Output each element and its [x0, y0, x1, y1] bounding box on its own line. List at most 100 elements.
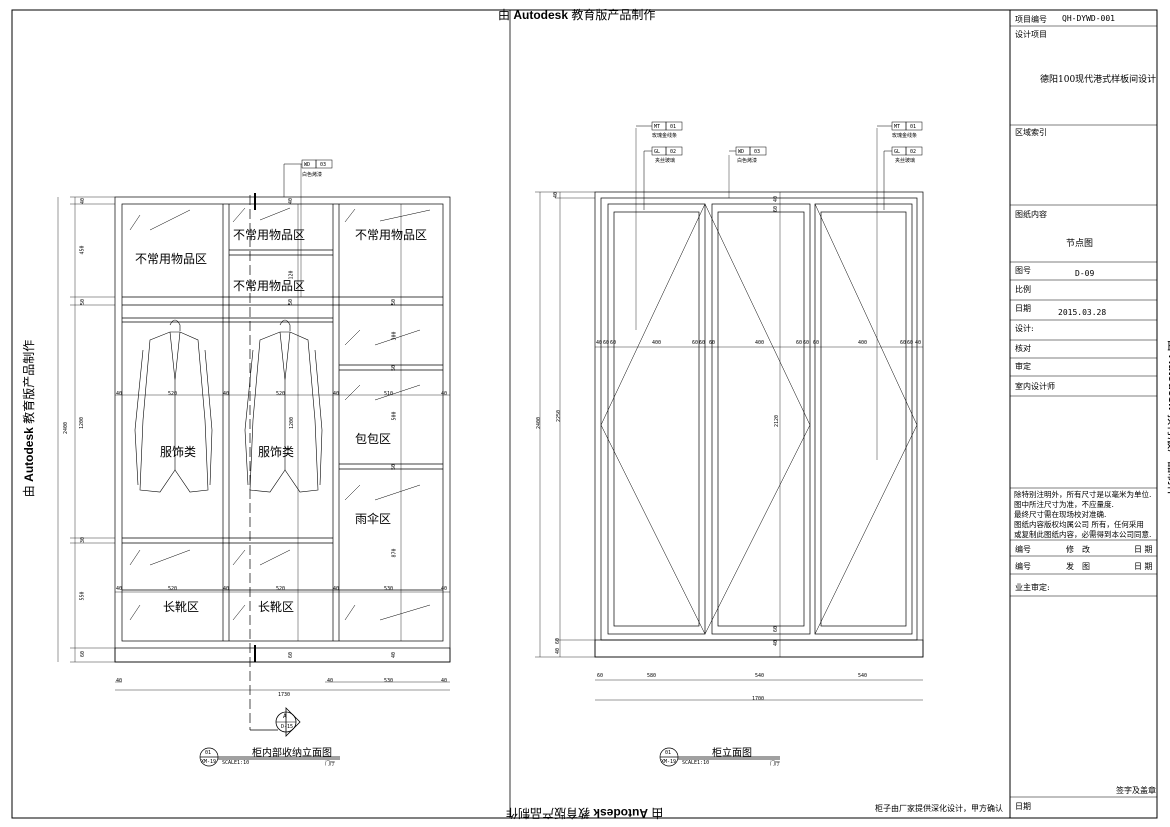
tag-num: 02 [670, 149, 677, 155]
index-number: 01 [665, 750, 672, 756]
check-label: 核对 [1015, 344, 1031, 353]
dim-label: 40 [441, 586, 448, 592]
note-line: 或复制此图纸内容，必需得到本公司同意. [1014, 530, 1152, 539]
date-value: 2015.03.28 [1058, 308, 1107, 317]
dim-label: 50 [391, 463, 398, 471]
general-notes: 除特别注明外，所有尺寸是以毫米为单位. 图中所注尺寸为准，不应量度. 最终尺寸需… [1014, 490, 1151, 540]
right-elevation-scale: SCALE1:10 [682, 760, 710, 766]
tag-code: WD [304, 162, 311, 168]
dim-label: 40 [223, 391, 230, 397]
dim-label: 40 [288, 197, 295, 205]
tag-name: 玫瑰金线条 [892, 133, 918, 139]
zone-label: 不常用物品区 [135, 252, 208, 266]
dim-label: 1700 [752, 696, 765, 702]
tag-num: 03 [754, 149, 761, 155]
dim-label: 40 [391, 651, 398, 659]
dim-label: 870 [391, 548, 398, 558]
design-item-value: 德阳100现代港式样板间设计 [1040, 75, 1157, 85]
dim-label: 40 [773, 195, 780, 203]
dim-label: 520 [276, 391, 286, 397]
index-sheet: XM-19 [201, 759, 217, 765]
dim-label: 60 [80, 650, 87, 658]
dim-label: 50 [391, 364, 398, 372]
left-elevation-scale: SCALE1:10 [222, 760, 250, 766]
note-line: 最终尺寸需在现场校对准确. [1014, 510, 1107, 519]
dim-label: 120 [288, 270, 295, 280]
dim-label: 40 [116, 586, 123, 592]
right-dimension-lines [535, 128, 923, 701]
dim-label: 2120 [774, 414, 781, 428]
bottom-date-label: 日期 [1015, 802, 1031, 811]
issue-content-header: 发 图 [1066, 562, 1090, 571]
dim-label: 500 [391, 411, 398, 421]
dim-label: 550 [79, 591, 86, 601]
section-sheet: D-15 [281, 724, 294, 730]
dim-label: 450 [79, 245, 86, 255]
right-elevation-title: 柜立面图 [712, 748, 752, 759]
drawing-content-label: 图纸内容 [1015, 210, 1047, 219]
note-line: 图中所注尺寸为准，不应量度. [1014, 500, 1114, 509]
project-no-label: 项目编号 [1015, 15, 1047, 24]
note-line: 除特别注明外，所有尺寸是以毫米为单位. [1014, 490, 1152, 499]
dim-label: 60 [773, 205, 780, 213]
dim-label: 30 [80, 536, 87, 544]
dim-label: 40 [555, 647, 562, 655]
design-label: 设计: [1015, 324, 1034, 333]
index-number: 01 [205, 750, 212, 756]
right-elevation-room: 门厅 [770, 761, 781, 767]
dim-label: 40 [441, 678, 448, 684]
coat-left [134, 319, 213, 493]
dim-label: 40 [333, 391, 340, 397]
dim-label: 530 [384, 586, 394, 592]
right-material-tags [636, 121, 923, 210]
scale-label: 比例 [1015, 285, 1031, 294]
supplier-note: 柜子由厂家提供深化设计，甲方确认 [875, 804, 1003, 813]
left-title-index-circle [199, 747, 340, 767]
issue-date-header: 日 期 [1134, 562, 1153, 571]
dim-label: 400 [755, 340, 765, 346]
drawing-content-value: 节点图 [1066, 239, 1094, 249]
dim-label: 540 [858, 673, 868, 679]
tag-name: 夹丝玻璃 [655, 158, 676, 164]
dim-label: 2250 [556, 409, 563, 423]
zone-label: 服饰类 [160, 445, 197, 459]
dim-label: 60 [900, 340, 907, 346]
area-index-label: 区域索引 [1015, 128, 1047, 137]
dim-label: 300 [391, 331, 398, 341]
dim-label: 400 [858, 340, 868, 346]
dim-label: 60 [288, 651, 295, 659]
tag-num: 02 [910, 149, 917, 155]
section-symbol [275, 707, 301, 737]
tag-code: WD [738, 149, 745, 155]
tag-num: 01 [670, 124, 677, 130]
left-elevation-room: 门厅 [325, 761, 336, 767]
project-no-value: QH-DYWD-001 [1062, 14, 1115, 23]
sign-label: 签字及盖章 [1116, 786, 1156, 795]
dim-label: 60 [603, 340, 610, 346]
dim-label: 60 [709, 340, 716, 346]
material-tag-wd03-left [283, 159, 333, 197]
dim-label: 1200 [79, 416, 86, 430]
dim-label: 40 [223, 586, 230, 592]
dim-label: 60 [803, 340, 810, 346]
owner-review-label: 业主审定: [1015, 583, 1050, 592]
watermark-left: 由 Autodesk 教育版产品制作 [22, 339, 37, 498]
dim-label: 1200 [289, 416, 296, 430]
dim-label: 580 [647, 673, 657, 679]
zone-label: 包包区 [355, 432, 392, 446]
coat-middle [244, 319, 323, 493]
zone-label: 长靴区 [258, 600, 295, 614]
dim-label: 40 [116, 391, 123, 397]
tag-code: GL [654, 149, 661, 155]
zone-label: 不常用物品区 [233, 279, 306, 293]
dim-label: 40 [116, 678, 123, 684]
note-line: 图纸内容版权均属公司 所有，任何采用 [1014, 520, 1144, 529]
dim-label: 40 [773, 639, 780, 647]
dim-label: 60 [773, 625, 780, 633]
door-opening-lines [600, 203, 918, 635]
tag-name: 白色烤漆 [302, 172, 323, 178]
dim-label: 520 [168, 586, 178, 592]
sheet-border [11, 9, 1158, 819]
dim-label: 1730 [278, 692, 291, 698]
